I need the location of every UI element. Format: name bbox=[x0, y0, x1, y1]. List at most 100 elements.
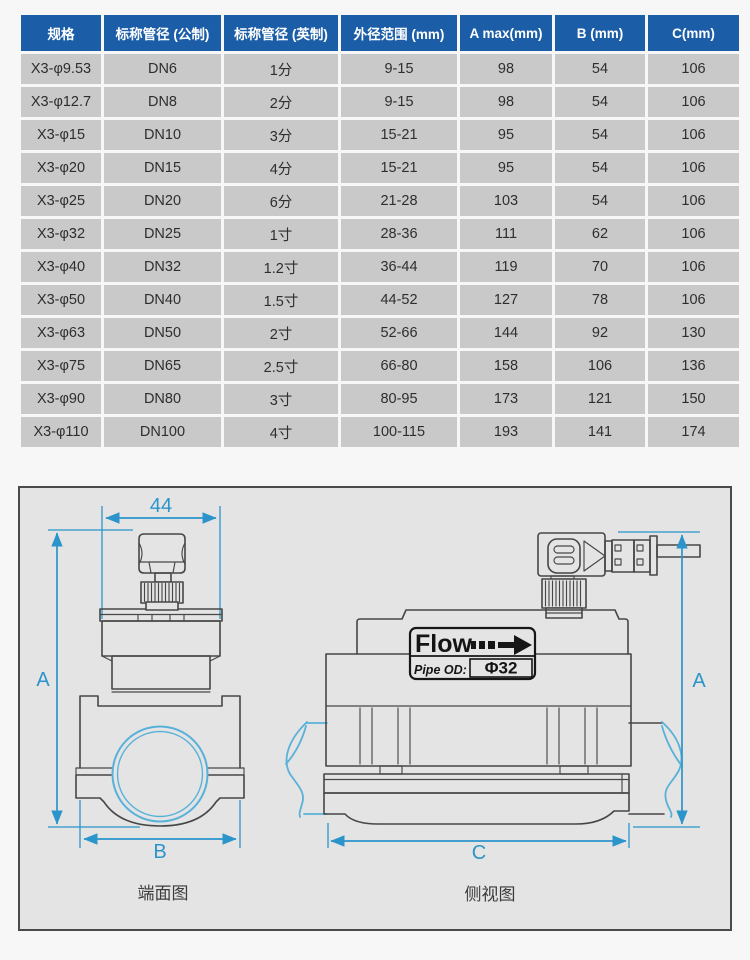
pipe-od-value: Φ32 bbox=[485, 659, 518, 678]
table-cell: 9-15 bbox=[341, 87, 457, 117]
table-cell: 80-95 bbox=[341, 384, 457, 414]
cable-connector-end-icon bbox=[138, 533, 186, 583]
table-cell: DN15 bbox=[104, 153, 221, 183]
technical-drawing-panel: 44 A bbox=[18, 486, 732, 931]
table-cell: 70 bbox=[555, 252, 645, 282]
table-cell: 54 bbox=[555, 120, 645, 150]
header-a-max: A max(mm) bbox=[460, 15, 552, 51]
table-cell: 9-15 bbox=[341, 54, 457, 84]
table-cell: 21-28 bbox=[341, 186, 457, 216]
table-cell: 141 bbox=[555, 417, 645, 447]
table-cell: 95 bbox=[460, 153, 552, 183]
side-view-caption: 侧视图 bbox=[465, 885, 516, 904]
table-cell: 54 bbox=[555, 186, 645, 216]
table-cell: 2.5寸 bbox=[224, 351, 338, 381]
table-cell: 54 bbox=[555, 153, 645, 183]
header-c: C(mm) bbox=[648, 15, 739, 51]
table-cell: 28-36 bbox=[341, 219, 457, 249]
table-cell: 1.5寸 bbox=[224, 285, 338, 315]
sensor-body-end bbox=[99, 601, 223, 693]
table-cell: DN40 bbox=[104, 285, 221, 315]
table-cell: DN65 bbox=[104, 351, 221, 381]
page: { "table": { "headers": ["规格", "标称管径 (公制… bbox=[0, 12, 750, 960]
table-cell: 1.2寸 bbox=[224, 252, 338, 282]
dim-44-label: 44 bbox=[150, 495, 172, 517]
dim-a-right-label: A bbox=[692, 670, 706, 692]
table-cell: 127 bbox=[460, 285, 552, 315]
table-cell: 52-66 bbox=[341, 318, 457, 348]
table-cell: 2分 bbox=[224, 87, 338, 117]
table-cell: X3-φ12.7 bbox=[21, 87, 101, 117]
table-cell: 54 bbox=[555, 54, 645, 84]
header-spec: 规格 bbox=[21, 15, 101, 51]
table-cell: DN25 bbox=[104, 219, 221, 249]
table-cell: 106 bbox=[648, 285, 739, 315]
side-view-drawing: Flow Pipe OD: Φ32 A C 侧视图 bbox=[285, 531, 706, 904]
table-cell: DN6 bbox=[104, 54, 221, 84]
end-view-caption: 端面图 bbox=[138, 884, 189, 903]
knurled-nut-end-icon bbox=[140, 581, 184, 604]
table-cell: 193 bbox=[460, 417, 552, 447]
pipe-stub-right bbox=[628, 721, 683, 818]
table-cell: 119 bbox=[460, 252, 552, 282]
table-cell: X3-φ32 bbox=[21, 219, 101, 249]
pipe-clamp-end bbox=[75, 695, 245, 827]
dimension-a-right: A bbox=[618, 531, 706, 828]
cable bbox=[656, 544, 701, 558]
table-cell: X3-φ50 bbox=[21, 285, 101, 315]
dim-c-label: C bbox=[472, 842, 486, 864]
table-cell: DN8 bbox=[104, 87, 221, 117]
table-cell: DN20 bbox=[104, 186, 221, 216]
table-cell: DN80 bbox=[104, 384, 221, 414]
table-cell: 103 bbox=[460, 186, 552, 216]
header-dn-metric: 标称管径 (公制) bbox=[104, 15, 221, 51]
table-cell: X3-φ75 bbox=[21, 351, 101, 381]
table-cell: X3-φ9.53 bbox=[21, 54, 101, 84]
table-cell: DN50 bbox=[104, 318, 221, 348]
table-cell: 54 bbox=[555, 87, 645, 117]
header-od-range: 外径范围 (mm) bbox=[341, 15, 457, 51]
pipe-cross-section bbox=[111, 725, 209, 823]
table-cell: 98 bbox=[460, 87, 552, 117]
table-cell: 106 bbox=[648, 87, 739, 117]
flow-arrow-icon bbox=[471, 635, 532, 655]
table-cell: 4寸 bbox=[224, 417, 338, 447]
table-cell: X3-φ25 bbox=[21, 186, 101, 216]
table-cell: 1寸 bbox=[224, 219, 338, 249]
dimension-b: B bbox=[79, 800, 241, 863]
table-cell: 106 bbox=[648, 219, 739, 249]
table-cell: 3寸 bbox=[224, 384, 338, 414]
table-cell: 4分 bbox=[224, 153, 338, 183]
table-cell: 136 bbox=[648, 351, 739, 381]
technical-drawing: 44 A bbox=[36, 495, 706, 904]
dimension-c: C bbox=[327, 823, 630, 864]
table-cell: 121 bbox=[555, 384, 645, 414]
table-cell: X3-φ110 bbox=[21, 417, 101, 447]
table-cell: 6分 bbox=[224, 186, 338, 216]
table-cell: X3-φ40 bbox=[21, 252, 101, 282]
spec-table: 规格 标称管径 (公制) 标称管径 (英制) 外径范围 (mm) A max(m… bbox=[18, 12, 742, 450]
end-view-drawing: 44 A bbox=[36, 495, 245, 903]
table-cell: 62 bbox=[555, 219, 645, 249]
table-cell: 92 bbox=[555, 318, 645, 348]
table-cell: X3-φ63 bbox=[21, 318, 101, 348]
header-dn-imperial: 标称管径 (英制) bbox=[224, 15, 338, 51]
table-header-row: 规格 标称管径 (公制) 标称管径 (英制) 外径范围 (mm) A max(m… bbox=[21, 15, 739, 51]
table-cell: 106 bbox=[648, 252, 739, 282]
pipe-od-text: Pipe OD: bbox=[414, 663, 467, 677]
table-cell: 44-52 bbox=[341, 285, 457, 315]
dim-a-left-label: A bbox=[36, 669, 50, 691]
table-cell: 98 bbox=[460, 54, 552, 84]
knurled-nut-side-icon bbox=[541, 578, 587, 619]
table-cell: 158 bbox=[460, 351, 552, 381]
table-cell: 173 bbox=[460, 384, 552, 414]
